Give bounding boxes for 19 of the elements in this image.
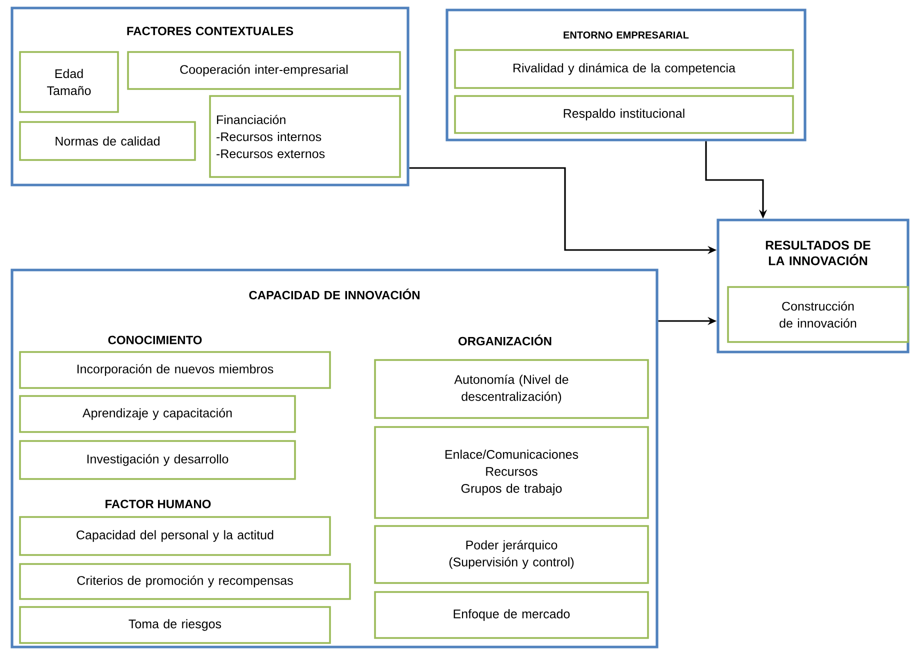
factor-box: Respaldo institucional [454, 95, 794, 134]
factor-box: Rivalidad y dinámica de la competencia [454, 49, 794, 89]
factor-box: Normas de calidad [19, 121, 196, 161]
factor-box: Autonomía (Nivel de descentralización) [374, 359, 649, 419]
factor-box: Toma de riesgos [19, 606, 331, 644]
factor-box: Cooperación inter-empresarial [127, 51, 401, 90]
factor-box: Enfoque de mercado [374, 591, 649, 639]
factor-box: Construcción de innovación [727, 286, 909, 343]
factor-box: Incorporación de nuevos miembros [19, 351, 331, 389]
factor-box: Investigación y desarrollo [19, 440, 296, 480]
factor-box: Poder jerárquico (Supervisión y control) [374, 525, 649, 584]
section-heading: ORGANIZACIÓN [458, 334, 552, 346]
factor-box: Criterios de promoción y recompensas [19, 563, 351, 600]
factor-box: Capacidad del personal y la actitud [19, 516, 331, 556]
factor-box: Enlace/Comunicaciones Recursos Grupos de trabajo [374, 426, 649, 519]
factor-box: Aprendizaje y capacitación [19, 395, 296, 433]
factor-box: Edad Tamaño [19, 51, 119, 113]
factor-box: Financiación -Recursos internos -Recursos externos [209, 95, 401, 178]
section-heading: FACTOR HUMANO [106, 500, 211, 508]
